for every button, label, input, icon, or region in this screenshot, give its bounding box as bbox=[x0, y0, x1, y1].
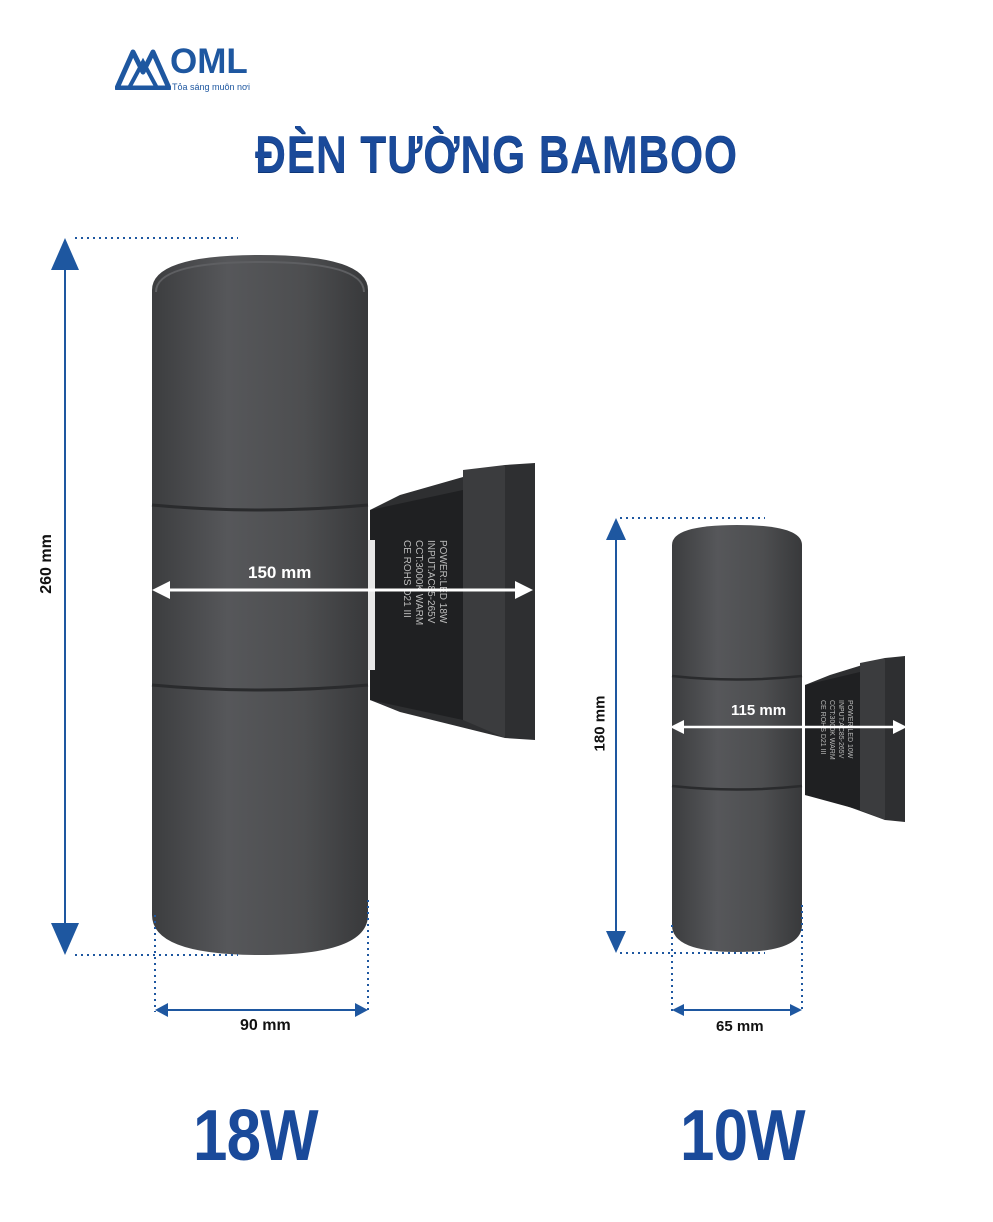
arrow-up-10w bbox=[606, 518, 626, 540]
height-label-18w: 260 mm bbox=[38, 534, 55, 594]
arrow-right-diam-18w bbox=[355, 1003, 368, 1017]
arrow-up-18w bbox=[51, 238, 79, 270]
lamp-10w: POWER:LED 10W INPUT:AC85-265V CCT:3000K … bbox=[606, 517, 907, 1016]
device-print-line: INPUT:AC85-265V bbox=[425, 540, 436, 624]
oml-logo-icon bbox=[115, 49, 171, 90]
diameter-label-10w: 65 mm bbox=[716, 1018, 764, 1035]
arrow-left-diam-18w bbox=[155, 1003, 168, 1017]
arrow-down-18w bbox=[51, 923, 79, 955]
device-print-line: CE ROHS D21 III bbox=[401, 540, 412, 618]
arrow-right-diam-10w bbox=[790, 1004, 802, 1016]
brand-tagline: Tỏa sáng muôn nơi bbox=[172, 82, 250, 92]
arrow-left-18w bbox=[152, 581, 170, 599]
device-print-line: INPUT:AC85-265V bbox=[837, 700, 844, 759]
wattage-10w: 10W bbox=[680, 1096, 806, 1176]
arrow-left-diam-10w bbox=[672, 1004, 684, 1016]
device-print-line: POWER:LED 10W bbox=[846, 700, 853, 759]
wattage-18w: 18W bbox=[193, 1096, 319, 1176]
brand-logo: OML Tỏa sáng muôn nơi bbox=[115, 40, 315, 100]
brand-name: OML bbox=[170, 42, 248, 81]
arrow-right-18w bbox=[515, 581, 533, 599]
cylinder-18w bbox=[151, 255, 369, 955]
width-label-18w: 150 mm bbox=[248, 563, 312, 582]
device-print-18w: POWER:LED 18W INPUT:AC85-265V CCT:3000K … bbox=[401, 540, 448, 625]
mount-bracket-10w bbox=[805, 656, 905, 822]
height-label-10w: 180 mm bbox=[591, 695, 609, 752]
width-label-10w: 115 mm bbox=[731, 702, 787, 719]
page-title: ĐÈN TƯỜNG BAMBOO bbox=[255, 126, 738, 184]
arrow-right-10w bbox=[893, 720, 907, 734]
arrow-left-10w bbox=[670, 720, 684, 734]
arrow-down-10w bbox=[606, 931, 626, 953]
cylinder-10w bbox=[671, 525, 803, 952]
device-print-line: POWER:LED 18W bbox=[437, 540, 448, 624]
diameter-label-18w: 90 mm bbox=[240, 1017, 291, 1034]
lamp-18w: POWER:LED 18W INPUT:AC85-265V CCT:3000K … bbox=[51, 237, 535, 1017]
device-print-line: CCT:3000K WARM bbox=[828, 700, 835, 760]
device-print-line: CCT:3000K WARM bbox=[413, 540, 424, 625]
